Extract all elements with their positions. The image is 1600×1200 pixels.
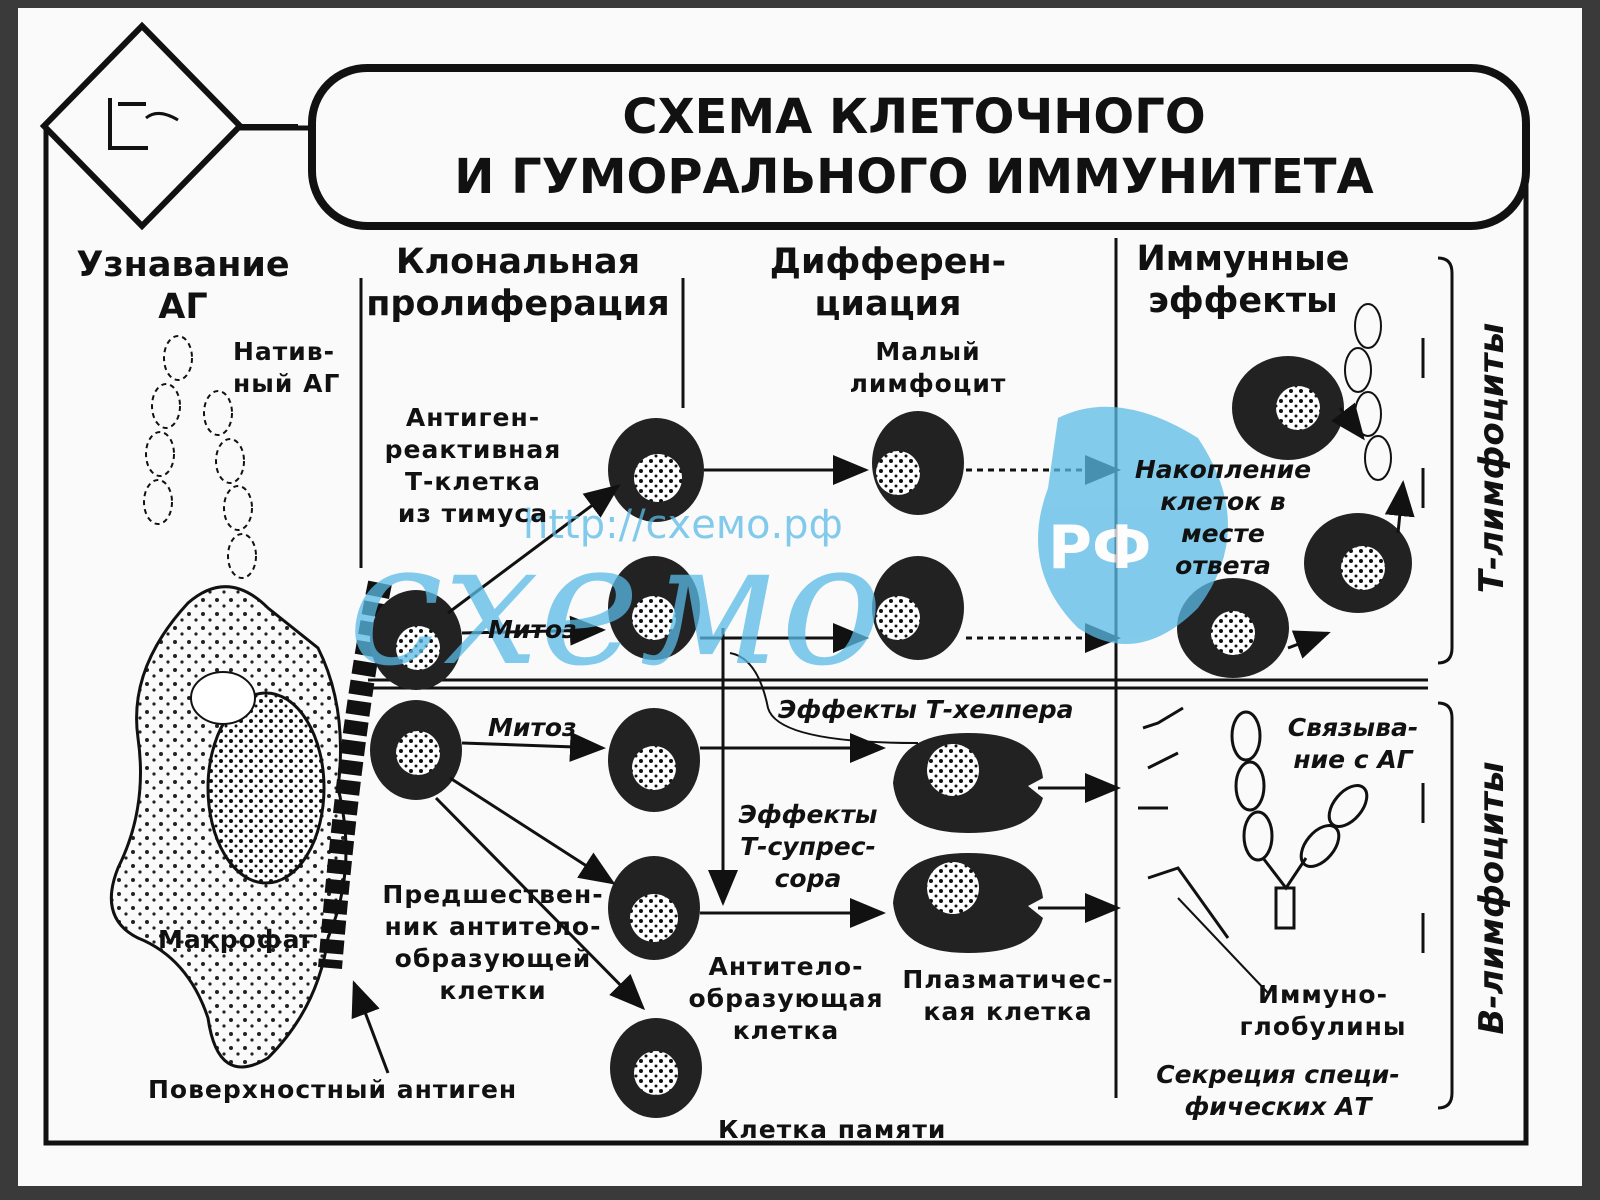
- precursor-1: Предшествен-: [382, 880, 603, 909]
- surface-antigen-strip: [318, 580, 392, 969]
- antigen-reactive-3: Т-клетка: [405, 467, 541, 496]
- col2-header-line1: Клональная: [396, 242, 640, 282]
- col2-header-line2: пролиферация: [366, 284, 670, 324]
- logo-diamond: [39, 21, 298, 231]
- col3-header-line1: Дифферен-: [770, 242, 1006, 282]
- macrophage: [109, 585, 348, 1069]
- small-lymph-1: Малый: [875, 337, 980, 366]
- watermark-rf: РФ: [1048, 513, 1151, 583]
- ab-cell-2: образующая: [688, 984, 883, 1013]
- t-cell-reactive: [608, 418, 704, 522]
- ab-cell-1: Антитело-: [709, 952, 864, 981]
- memory-label: Клетка памяти: [718, 1115, 946, 1144]
- t-cell-initial: [370, 590, 462, 690]
- side-braces: [1421, 256, 1454, 1110]
- accumulation-3: месте: [1181, 519, 1265, 548]
- ig-pointer: [1177, 897, 1269, 994]
- native-ag-label-1: Натив-: [233, 337, 335, 366]
- secretion-2: фических АТ: [1185, 1092, 1374, 1121]
- col1-header-line2: АГ: [158, 287, 207, 327]
- tb-separator: [368, 678, 1428, 690]
- ab-cell-3: клетка: [733, 1016, 840, 1045]
- native-antigen-chain: [143, 335, 257, 579]
- secretion-1: Секреция специ-: [1156, 1060, 1399, 1089]
- ab-forming-cell: [608, 856, 700, 960]
- accumulation-1: Накопление: [1135, 455, 1311, 484]
- suppressor-3: сора: [775, 864, 842, 893]
- small-lymphocyte-1: [872, 411, 964, 515]
- t-effector-3: [1304, 513, 1412, 613]
- plasma-cell-1: [893, 733, 1043, 833]
- accumulation-4: ответа: [1175, 551, 1271, 580]
- antigen-reactive-2: реактивная: [385, 435, 562, 464]
- surface-ag-pointer: [351, 980, 390, 1074]
- surface-ag-label: Поверхностный антиген: [148, 1075, 517, 1104]
- mitosis-2: Митоз: [488, 713, 577, 742]
- t-lymphocytes-label: Т-лимфоциты: [1472, 323, 1512, 593]
- helper-label: Эффекты Т-хелпера: [778, 695, 1074, 724]
- memory-cell: [610, 1018, 702, 1118]
- ig-2: глобулины: [1239, 1012, 1406, 1041]
- binding-2: ние с АГ: [1293, 745, 1414, 774]
- plasma-1: Плазматичес-: [902, 965, 1113, 994]
- helper-curve: [729, 652, 919, 744]
- col4-header-line2: эффекты: [1148, 281, 1338, 321]
- title-line2: И ГУМОРАЛЬНОГО ИММУНИТЕТА: [454, 149, 1373, 205]
- watermark-logo: схемо: [348, 506, 883, 704]
- precursor-3: образующей: [395, 944, 592, 973]
- b-cell-mitosis: [608, 708, 700, 812]
- antigen-reactive-4: из тимуса: [398, 499, 548, 528]
- col3-header-line2: циация: [814, 284, 961, 324]
- suppressor-2: Т-супрес-: [740, 832, 876, 861]
- precursor-4: клетки: [439, 976, 546, 1005]
- native-ag-label-2: ный АГ: [233, 369, 340, 398]
- t-target-chain: [1344, 303, 1392, 481]
- cells: [370, 356, 1412, 1118]
- antigen-reactive-1: Антиген-: [406, 403, 540, 432]
- macrophage-label: Макрофаг: [158, 925, 315, 954]
- diagram-frame: СХЕМА КЛЕТОЧНОГО И ГУМОРАЛЬНОГО ИММУНИТЕ…: [18, 8, 1582, 1186]
- mitosis-1: Митоз: [488, 615, 577, 644]
- binding-1: Связыва-: [1288, 713, 1418, 742]
- watermark-url: http://схемо.рф: [523, 502, 843, 548]
- suppressor-1: Эффекты: [739, 800, 878, 829]
- col4-header-line1: Иммунные: [1136, 239, 1349, 279]
- immunity-diagram: СХЕМА КЛЕТОЧНОГО И ГУМОРАЛЬНОГО ИММУНИТЕ…: [39, 21, 1530, 1146]
- ig-1: Иммуно-: [1258, 980, 1388, 1009]
- small-lymphocyte-2: [872, 556, 964, 660]
- title-box: СХЕМА КЛЕТОЧНОГО И ГУМОРАЛЬНОГО ИММУНИТЕ…: [308, 64, 1530, 230]
- accumulation-2: клеток в: [1160, 487, 1285, 516]
- small-lymph-2: лимфоцит: [850, 369, 1007, 398]
- watermark: http://схемо.рф схемо РФ: [348, 406, 1228, 704]
- precursor-2: ник антитело-: [385, 912, 602, 941]
- t-effector-1: [1232, 356, 1344, 460]
- b-lymphocytes-label: В-лимфоциты: [1472, 761, 1512, 1034]
- plasma-cell-2: [893, 853, 1043, 953]
- col1-header-line1: Узнавание: [76, 245, 289, 285]
- plasma-2: кая клетка: [923, 997, 1092, 1026]
- immunoglobulin-shapes: [1138, 706, 1369, 939]
- labels: Антиген- реактивная Т-клетка из тимуса М…: [382, 337, 1418, 1144]
- t-effector-2: [1177, 578, 1289, 678]
- arrows: [434, 402, 1415, 1011]
- b-cell-initial: [370, 700, 462, 800]
- column-dividers: [359, 238, 1118, 1098]
- t-cell-mitosis: [608, 556, 700, 660]
- title-line1: СХЕМА КЛЕТОЧНОГО: [622, 89, 1205, 145]
